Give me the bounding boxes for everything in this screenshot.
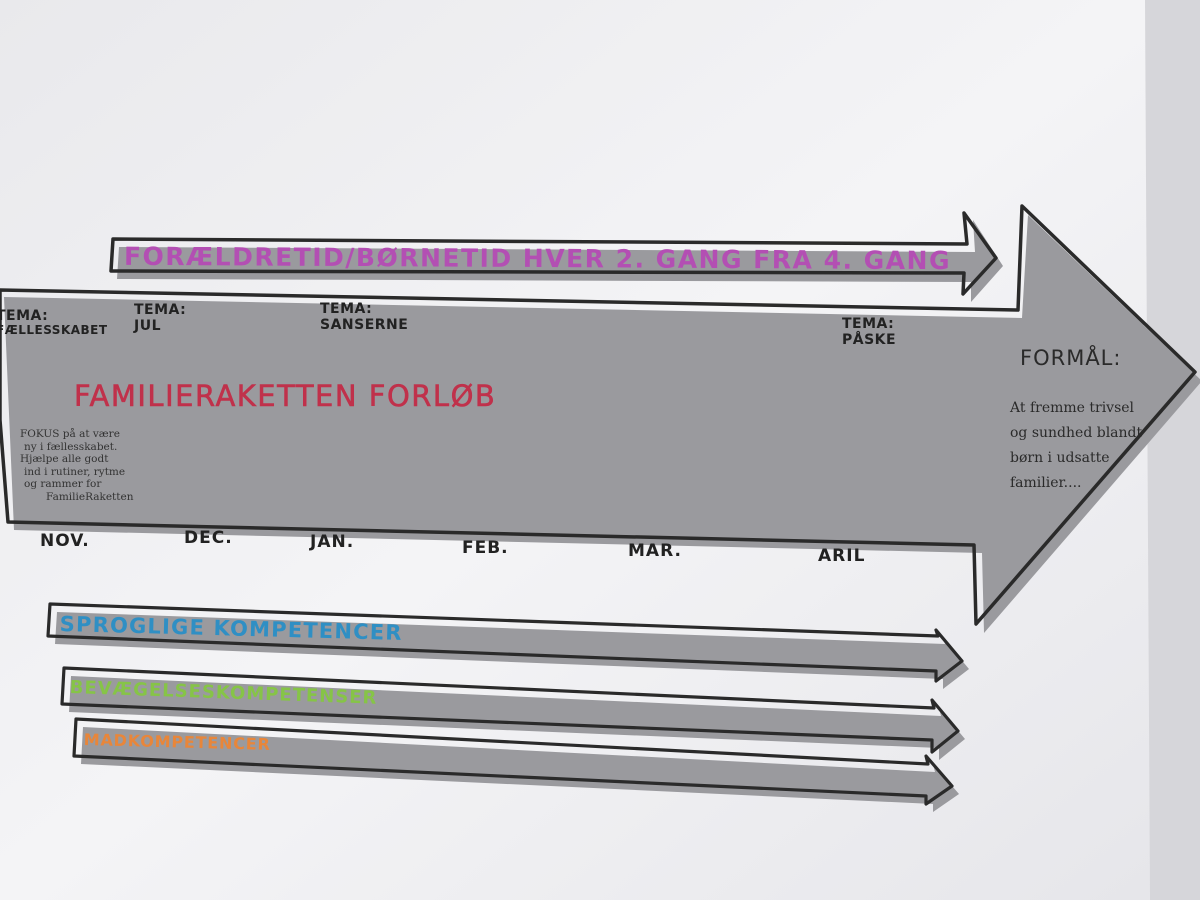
purpose-line: og sundhed blandt (1010, 425, 1143, 441)
focus-note-line: FOKUS på at være (20, 428, 120, 440)
focus-note-line: Hjælpe alle godt (20, 453, 109, 465)
month-label-feb: FEB. (462, 538, 509, 558)
purpose-line: børn i udsatte (1010, 450, 1110, 466)
main-timeline-arrow (0, 204, 1200, 633)
month-label-mar: MAR. (628, 541, 682, 561)
theme-label-2-value: JUL (134, 318, 161, 335)
theme-label-3-title: TEMA: (320, 301, 373, 317)
theme-label-1: TEMA: FÆLLESSKABET (0, 308, 108, 338)
main-title: FAMILIERAKETTEN FORLØB (74, 379, 497, 413)
theme-label-1-value: FÆLLESSKABET (0, 323, 108, 338)
theme-label-4-value: PÅSKE (842, 332, 897, 349)
parent-child-time-banner: FORÆLDRETID/BØRNETID HVER 2. GANG FRA 4.… (123, 241, 952, 276)
month-label-dec: DEC. (184, 528, 233, 548)
theme-label-3: TEMA: SANSERNE (320, 301, 408, 333)
top-banner-arrow (109, 211, 1003, 302)
theme-label-2-title: TEMA: (134, 302, 187, 318)
theme-label-2: TEMA: JUL (134, 302, 186, 334)
theme-label-4: TEMA: PÅSKE (842, 316, 896, 348)
focus-note-line: ind i rutiner, rytme (24, 465, 126, 478)
competence-arrow-3 (72, 717, 959, 812)
purpose-line: At fremme trivsel (1010, 400, 1135, 416)
month-label-nov: NOV. (40, 531, 90, 551)
focus-note-line: ny i fællesskabet. (24, 440, 118, 453)
month-label-jan: JAN. (310, 532, 355, 552)
purpose-heading: FORMÅL: (1020, 346, 1122, 370)
theme-label-1-title: TEMA: (0, 308, 49, 324)
focus-note-line: og rammer for (24, 478, 102, 490)
month-label-aril: ARIL (818, 546, 866, 566)
purpose-text: At fremme trivsel og sundhed blandt børn… (1010, 396, 1142, 496)
theme-label-4-title: TEMA: (842, 316, 895, 332)
food-competences-label: MADKOMPETENCER (83, 730, 271, 754)
focus-note-line: FamilieRaketten (46, 490, 134, 503)
competence-arrow-1 (46, 602, 969, 689)
competence-arrow-2 (60, 666, 965, 760)
focus-note: FOKUS på at være ny i fællesskabet. Hjæl… (20, 428, 133, 503)
theme-label-3-value: SANSERNE (320, 317, 409, 334)
purpose-line: familier.... (1010, 475, 1082, 491)
